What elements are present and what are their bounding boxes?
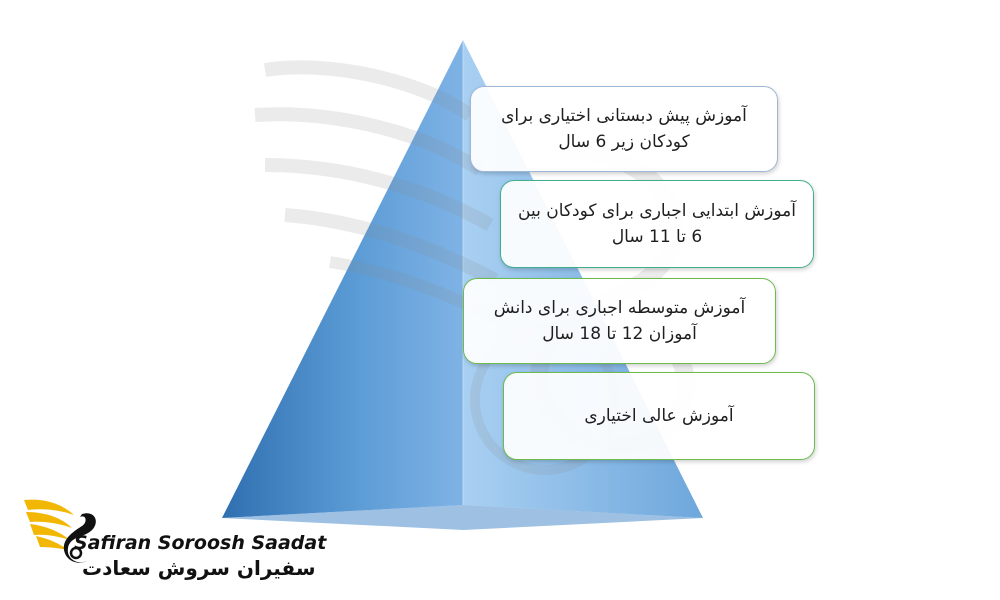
level-text-higher: آموزش عالی اختیاری xyxy=(584,405,734,426)
level-text-secondary: آموزش متوسطه اجباری برای دانش آموزان 12 … xyxy=(493,297,746,344)
pyramid-base-edge xyxy=(222,505,703,530)
level-text-primary: آموزش ابتدایی اجباری برای کودکان بین 6 ت… xyxy=(518,200,796,247)
winged-swan-icon xyxy=(24,499,96,563)
level-box-higher: آموزش عالی اختیاری xyxy=(503,372,815,460)
pyramid-left-face xyxy=(222,40,463,518)
logo-latin-text: Safiran Soroosh Saadat xyxy=(74,532,327,554)
level-box-preschool: آموزش پیش دبستانی اختیاری برای کودکان زی… xyxy=(470,86,778,172)
level-text-preschool: آموزش پیش دبستانی اختیاری برای کودکان زی… xyxy=(501,105,747,152)
logo-persian-text: سفیران سروش سعادت xyxy=(82,556,316,580)
level-box-secondary: آموزش متوسطه اجباری برای دانش آموزان 12 … xyxy=(463,278,776,364)
level-box-primary: آموزش ابتدایی اجباری برای کودکان بین 6 ت… xyxy=(500,180,814,268)
